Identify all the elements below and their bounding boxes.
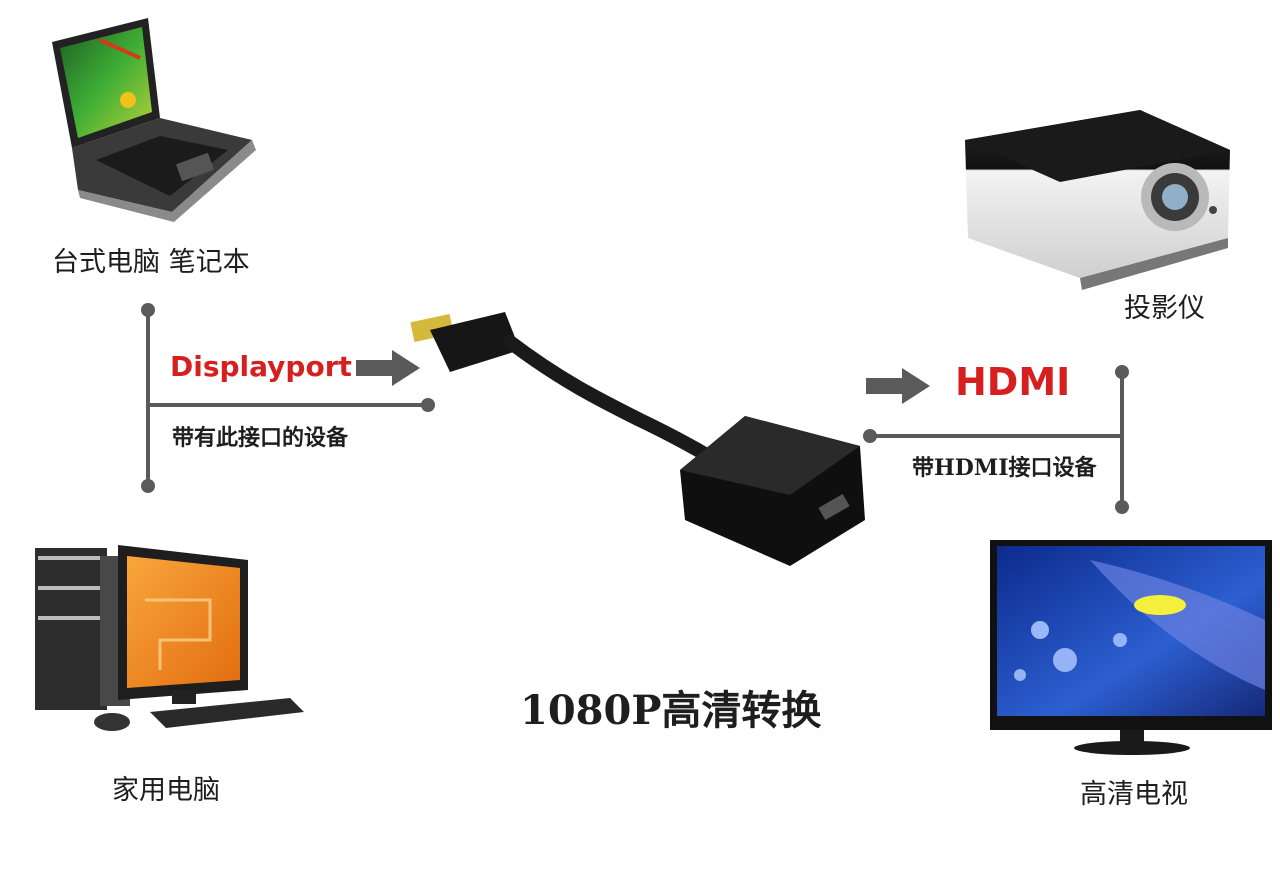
projector-label: 投影仪 (1124, 293, 1205, 324)
laptop-label: 台式电脑 笔记本 (52, 247, 250, 278)
footer-title: 1080P高清转换 (520, 687, 822, 734)
projector-image (965, 110, 1230, 290)
laptop-image (52, 18, 256, 222)
right-arrow-icon (866, 368, 930, 404)
left-connector (141, 303, 435, 493)
left-arrow-icon (356, 350, 420, 386)
desktop-label: 家用电脑 (112, 775, 220, 806)
hdmi-label: HDMI (955, 360, 1071, 404)
displayport-label: Displayport (170, 350, 352, 383)
left-caption: 带有此接口的设备 (172, 425, 349, 451)
tv-label: 高清电视 (1080, 779, 1188, 810)
tv-image (990, 540, 1272, 755)
desktop-pc-image (35, 545, 304, 731)
dp-to-hdmi-adapter-image (410, 312, 865, 566)
right-connector (863, 365, 1129, 514)
right-caption: 带HDMI接口设备 (912, 455, 1097, 481)
